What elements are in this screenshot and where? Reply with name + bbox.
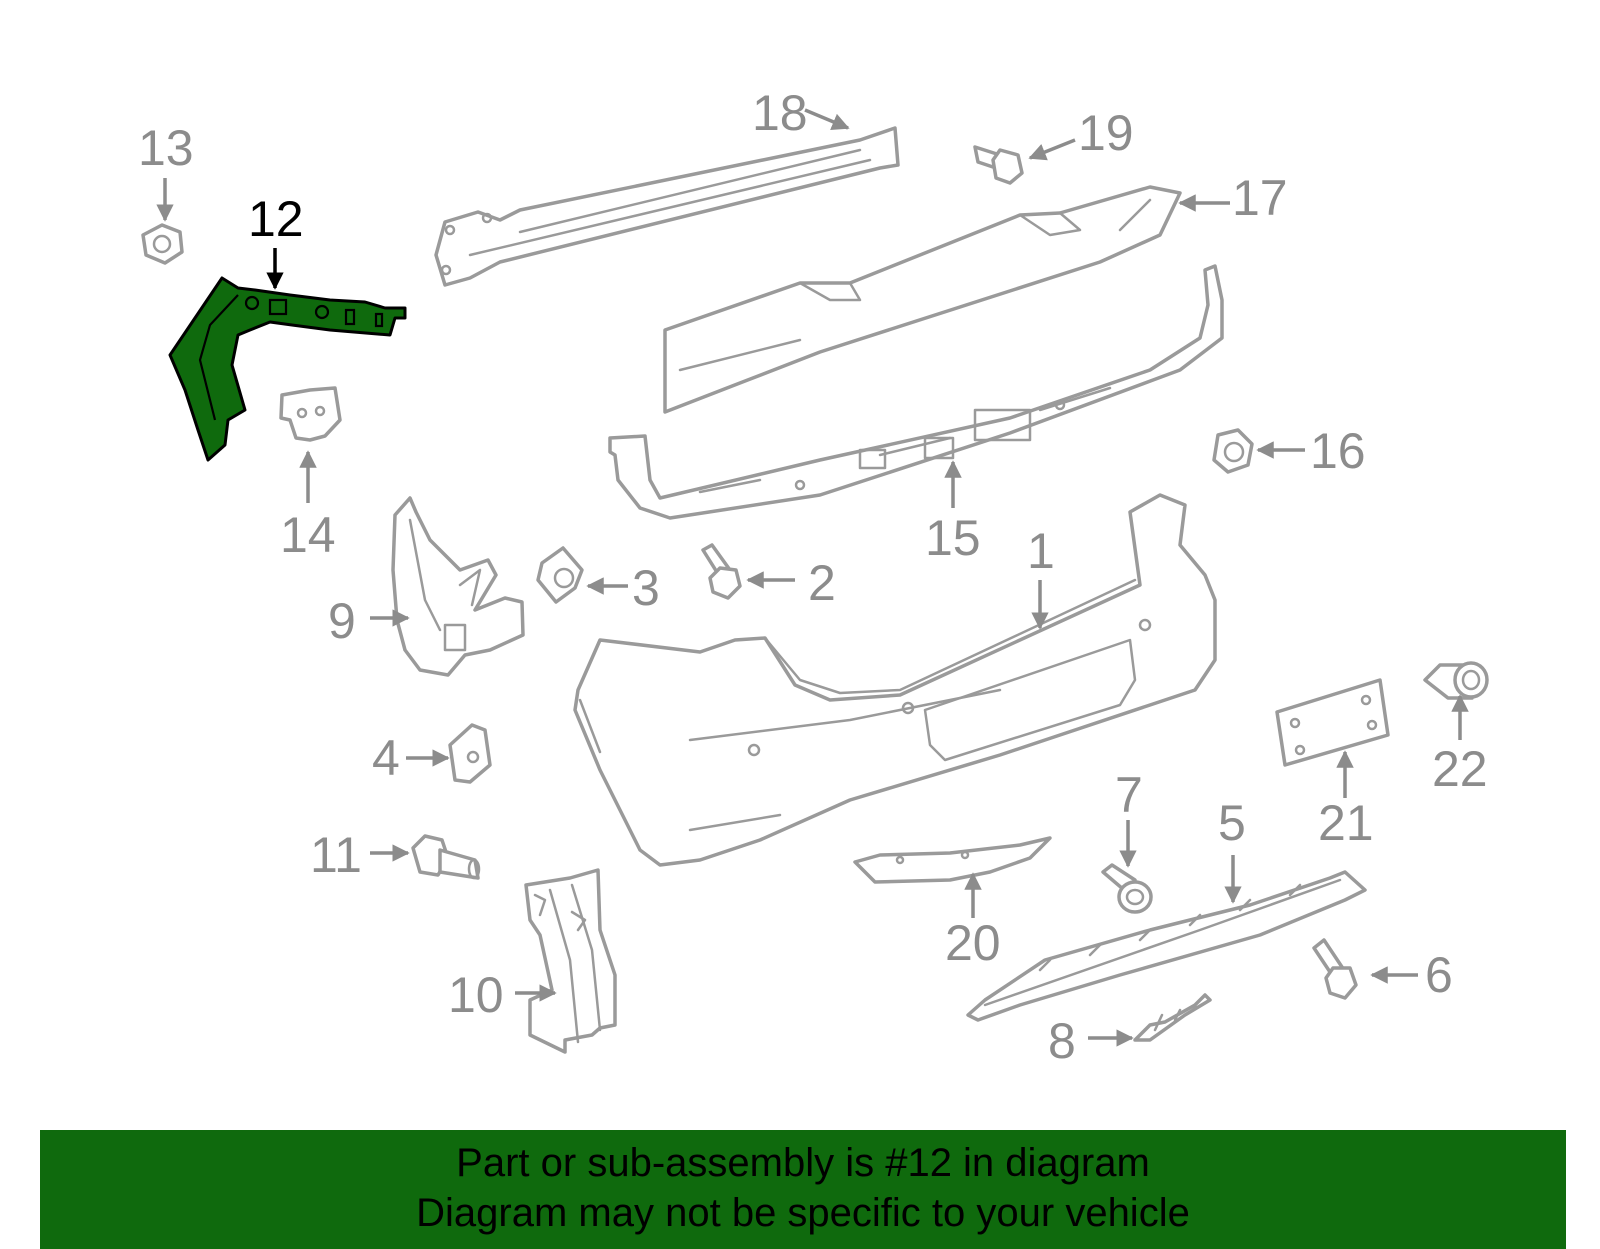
callout-19: 19 [1078, 105, 1134, 161]
callout-1: 1 [1027, 523, 1055, 579]
part-22-sensor-holder [1423, 661, 1489, 700]
part-15-mount-carrier [608, 264, 1224, 520]
callout-16: 16 [1310, 423, 1366, 479]
part-10-vertical-bracket [524, 868, 617, 1054]
callout-9: 9 [328, 593, 356, 649]
part-16-nut [1212, 428, 1254, 474]
callout-5: 5 [1218, 795, 1246, 851]
part-19-bolt [973, 145, 1024, 185]
callout-18: 18 [752, 85, 808, 141]
info-banner: Part or sub-assembly is #12 in diagram D… [40, 1130, 1566, 1249]
callout-11: 11 [310, 827, 362, 883]
part-5-lower-valance [966, 870, 1367, 1022]
part-1-bumper-cover [573, 493, 1217, 867]
callout-22: 22 [1432, 741, 1488, 797]
callout-12: 12 [248, 191, 304, 247]
part-4-bracket [448, 723, 492, 784]
part-11-bolt [411, 834, 481, 880]
part-3-bracket [536, 546, 584, 604]
callout-15: 15 [925, 510, 981, 566]
callout-8: 8 [1048, 1013, 1076, 1069]
part-12-side-bracket [168, 276, 407, 462]
part-14-clip-bracket [279, 386, 342, 442]
callout-10: 10 [448, 967, 504, 1023]
part-8-trim [1133, 993, 1212, 1042]
callout-3: 3 [632, 560, 660, 616]
callout-7: 7 [1115, 767, 1143, 823]
part-13-nut [141, 223, 184, 265]
part-20-reflector [853, 836, 1052, 884]
callout-2: 2 [808, 555, 836, 611]
callout-13: 13 [138, 120, 194, 176]
callout-6: 6 [1425, 947, 1453, 1003]
callout-20: 20 [945, 915, 1001, 971]
callout-21: 21 [1318, 795, 1374, 851]
part-21-license-bracket [1275, 678, 1390, 767]
part-17-energy-absorber [663, 185, 1182, 414]
part-18-reinforcement-bar [434, 126, 900, 287]
part-2-bolt [701, 543, 742, 600]
callout-4: 4 [372, 730, 400, 786]
banner-part-line: Part or sub-assembly is #12 in diagram [456, 1141, 1150, 1185]
callout-14: 14 [280, 507, 336, 563]
callout-17: 17 [1232, 170, 1288, 226]
part-7-clip [1101, 863, 1153, 914]
leader-lines [156, 108, 1469, 1047]
banner-disclaimer-line: Diagram may not be specific to your vehi… [416, 1191, 1190, 1235]
part-6-bolt [1312, 938, 1358, 1000]
callout-labels: 18 19 17 13 12 14 16 15 1 3 2 9 4 11 10 … [138, 85, 1488, 1069]
part-9-mud-flap [391, 496, 525, 677]
